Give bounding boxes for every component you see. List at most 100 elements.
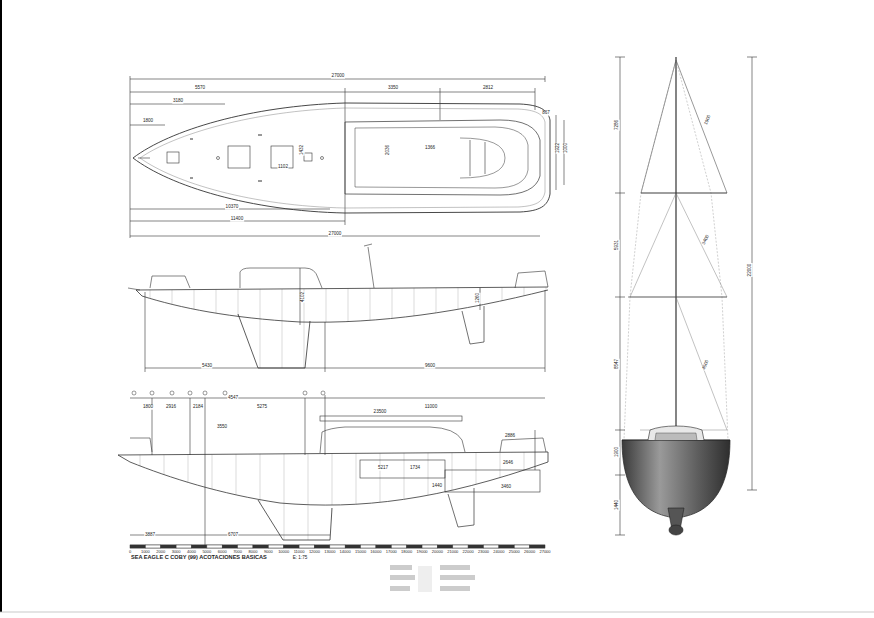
scale-number: 0 <box>128 550 131 554</box>
dimension-label: 5217 <box>377 466 388 471</box>
dimension-label: 3887 <box>144 533 155 538</box>
station-line <box>436 286 437 372</box>
dimension-label: 6707 <box>227 533 238 538</box>
scale-block <box>253 545 268 548</box>
station-line <box>428 450 429 545</box>
scale-block <box>345 545 360 548</box>
page-border <box>0 0 2 612</box>
station-line <box>260 286 261 372</box>
dimension-label: 10370 <box>225 205 239 210</box>
dimension-label: 1900 <box>704 114 713 126</box>
scale-block <box>161 545 176 548</box>
scale-number: 22000 <box>462 550 474 554</box>
scale-number: 2000 <box>156 550 166 554</box>
station-line <box>404 450 405 545</box>
scale-block <box>130 545 145 548</box>
scale-number: 20000 <box>431 550 443 554</box>
scale-number: 27000 <box>539 550 551 554</box>
station-line <box>348 286 349 372</box>
dimension-label: 1366 <box>424 146 435 151</box>
scale-number: 14000 <box>339 550 351 554</box>
dimension-label: 11400 <box>230 217 244 222</box>
scale-number: 25000 <box>508 550 520 554</box>
dimension-label: 2886 <box>504 434 515 439</box>
dimension-label: 9600 <box>424 364 435 369</box>
scale-number: 18000 <box>401 550 413 554</box>
dimension-label: 5275 <box>256 405 267 410</box>
dimension-label: 1432 <box>300 144 305 155</box>
scale-block <box>361 545 376 548</box>
dimension-label: 3400 <box>701 234 710 246</box>
dimension-label: 23500 <box>373 410 387 415</box>
station-line <box>140 450 141 545</box>
scale-number: 17000 <box>385 550 397 554</box>
dimension-label: 867 <box>542 111 551 116</box>
station-line <box>194 286 195 372</box>
station-line <box>458 286 459 372</box>
scale-block <box>422 545 437 548</box>
scale-block <box>499 545 514 548</box>
scale-block <box>268 545 283 548</box>
title-stamp <box>390 565 475 592</box>
scale-block <box>284 545 299 548</box>
scale-block <box>314 545 329 548</box>
scale-number: 4000 <box>186 550 196 554</box>
station-line <box>502 286 503 372</box>
scale-number: 3000 <box>171 550 181 554</box>
station-line <box>500 450 501 545</box>
station-line <box>332 450 333 545</box>
dimension-label: 1260 <box>476 292 481 303</box>
dimension-label: 1800 <box>142 119 153 124</box>
scale-block <box>207 545 222 548</box>
dimension-label: 2646 <box>502 461 513 466</box>
scale-block <box>176 545 191 548</box>
dimension-label: E: 1:75 <box>292 556 308 561</box>
scale-block <box>299 545 314 548</box>
dimension-label: 5931 <box>615 239 620 250</box>
scale-number: 1000 <box>140 550 150 554</box>
station-line <box>356 450 357 545</box>
scale-block <box>468 545 483 548</box>
scale-number: 7000 <box>233 550 243 554</box>
dimension-label: 1922 <box>556 142 561 153</box>
scale-block <box>222 545 237 548</box>
station-line <box>260 450 261 545</box>
station-line <box>370 286 371 372</box>
drawing-title: SEA EAGLE C COBY (99) ACOTACIONES BASICA… <box>131 555 267 561</box>
dimension-label: 4547 <box>227 396 238 401</box>
scale-number: 24000 <box>493 550 505 554</box>
dimension-label: 3180 <box>172 99 183 104</box>
station-line <box>524 286 525 372</box>
dimension-label: 1102 <box>277 165 288 170</box>
scale-block <box>514 545 529 548</box>
rig-section <box>615 57 757 535</box>
scale-number: 21000 <box>447 550 459 554</box>
dimension-label: 7286 <box>615 119 620 130</box>
scale-number: 15000 <box>354 550 366 554</box>
scale-block <box>530 545 545 548</box>
scale-block <box>330 545 345 548</box>
scale-block <box>238 545 253 548</box>
scale-number: 11000 <box>293 550 305 554</box>
scale-block <box>484 545 499 548</box>
scale-block <box>376 545 391 548</box>
dimension-label: 5570 <box>194 86 205 91</box>
scale-block <box>437 545 452 548</box>
scale-block <box>145 545 160 548</box>
dimension-label: 27000 <box>331 74 345 79</box>
station-line <box>216 286 217 372</box>
scale-number: 5000 <box>202 550 212 554</box>
scale-block <box>191 545 206 548</box>
station-line <box>380 450 381 545</box>
dimension-label: 3460 <box>500 485 511 490</box>
dimension-label: 4102 <box>301 291 306 302</box>
station-line <box>164 450 165 545</box>
scale-number: 9000 <box>263 550 273 554</box>
side-profile-small <box>128 244 548 372</box>
scale-number: 13000 <box>324 550 336 554</box>
dimension-label: 1440 <box>431 484 442 489</box>
dimension-label: 1900 <box>615 446 620 457</box>
dimension-label: 1800 <box>142 405 153 410</box>
dimension-label: 4500 <box>702 359 711 371</box>
dimension-label: 3350 <box>387 86 398 91</box>
